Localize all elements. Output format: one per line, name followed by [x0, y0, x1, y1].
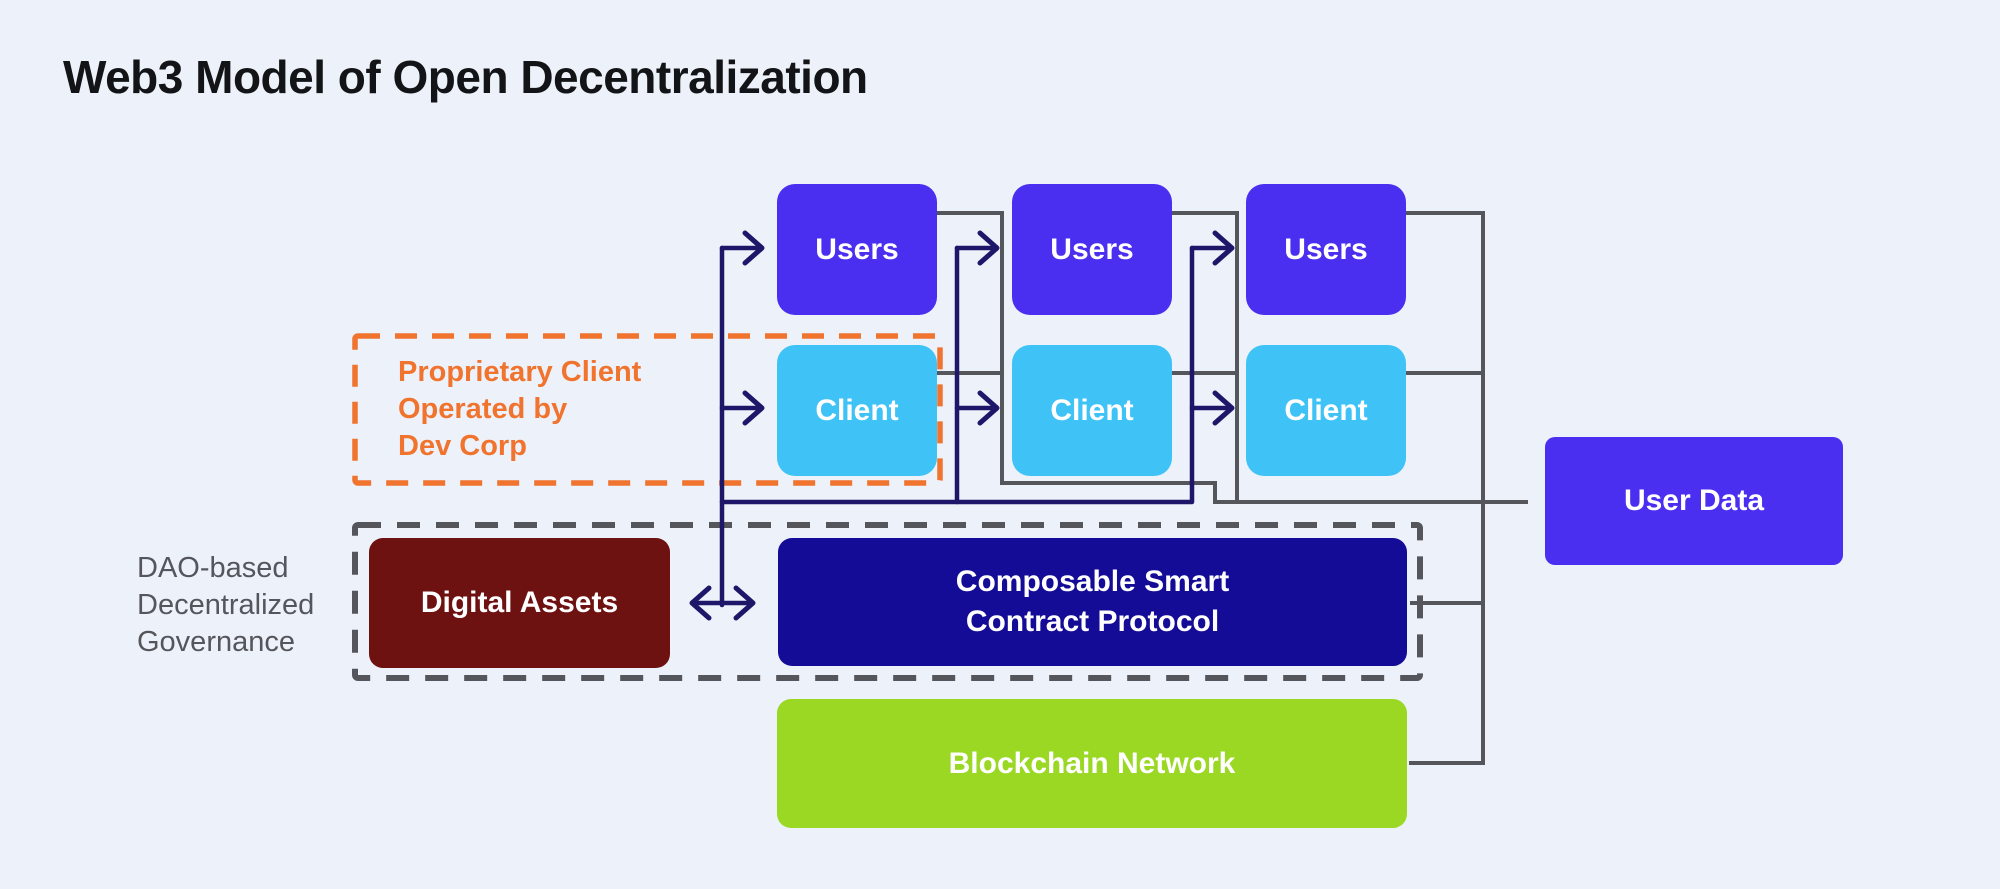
- navy-feed-bus: [719, 245, 1195, 505]
- dao-label-line1: DAO-based: [137, 552, 289, 584]
- page-title: Web3 Model of Open Decentralization: [63, 51, 868, 103]
- node-digital-assets: Digital Assets: [369, 538, 670, 668]
- node-composable-protocol: Composable Smart Contract Protocol: [778, 538, 1407, 666]
- arrowhead-icon: [977, 390, 1000, 426]
- dao-label-line3: Governance: [137, 626, 295, 658]
- arrowhead-icon: [742, 390, 765, 426]
- node-users-2: Users: [1012, 184, 1172, 315]
- arrowhead-right-icon: [733, 585, 756, 621]
- gray-connector-col2: [1172, 211, 1239, 502]
- proprietary-label-line3: Dev Corp: [398, 430, 527, 462]
- arrowhead-icon: [977, 230, 1000, 266]
- dao-governance-label: DAO-based Decentralized Governance: [137, 550, 314, 661]
- proprietary-label-line1: Proprietary Client: [398, 356, 642, 388]
- arrowhead-icon: [1212, 390, 1235, 426]
- arrowhead-left-icon: [689, 585, 712, 621]
- arrowhead-icon: [742, 230, 765, 266]
- node-users-3: Users: [1246, 184, 1406, 315]
- proprietary-dashed-box: [352, 333, 943, 486]
- proprietary-client-label: Proprietary Client Operated by Dev Corp: [398, 354, 641, 465]
- node-user-data: User Data: [1545, 437, 1843, 565]
- node-blockchain-network: Blockchain Network: [777, 699, 1407, 828]
- arrowhead-icon: [1212, 230, 1235, 266]
- node-client-2: Client: [1012, 345, 1172, 476]
- node-client-3: Client: [1246, 345, 1406, 476]
- proprietary-label-line2: Operated by: [398, 393, 568, 425]
- node-users-1: Users: [777, 184, 937, 315]
- gray-connector-col1: [937, 211, 1528, 504]
- gray-connector-col3-to-blockchain: [1406, 211, 1485, 765]
- dao-label-line2: Decentralized: [137, 589, 315, 621]
- node-client-1: Client: [777, 345, 937, 476]
